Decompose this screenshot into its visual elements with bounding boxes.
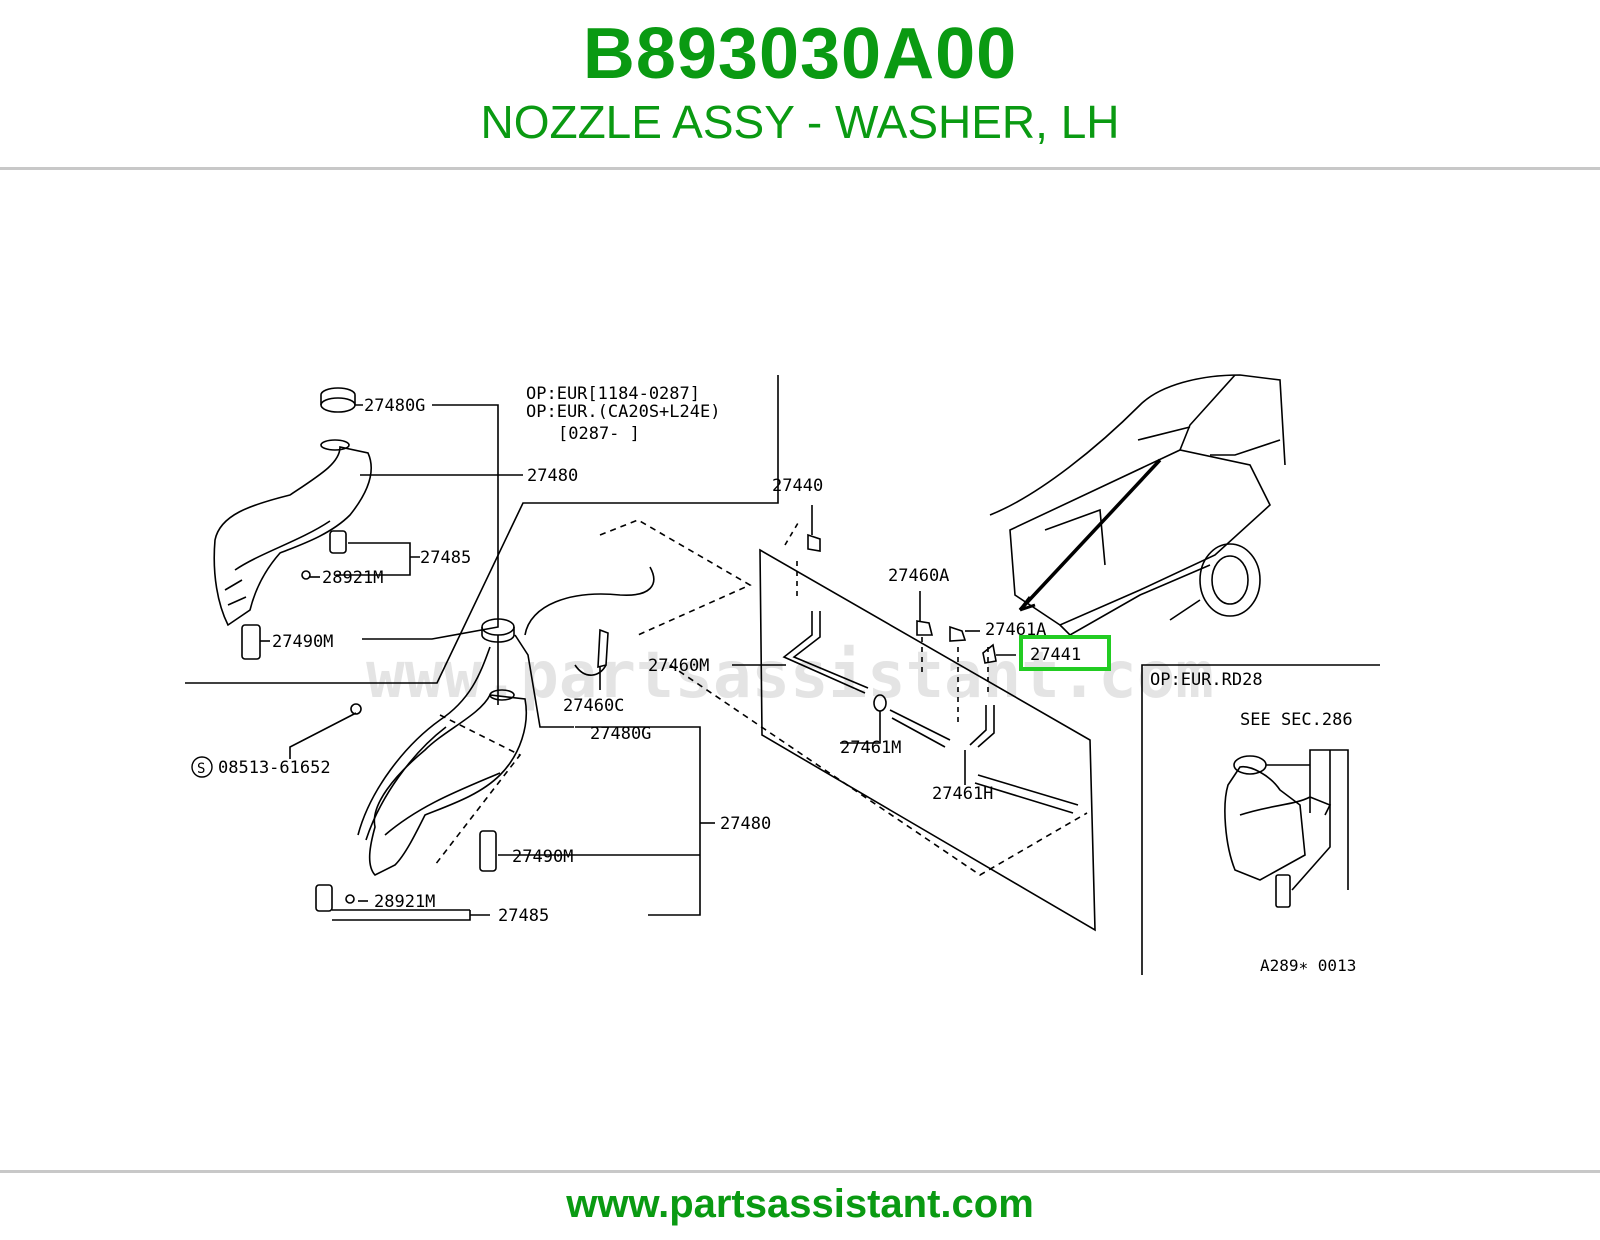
dashed-region-tank — [434, 714, 522, 866]
hose-leader-lower — [497, 634, 574, 728]
label-27490M-lower: 27490M — [512, 847, 573, 867]
grommet-lower — [345, 894, 355, 904]
clip-27461A — [949, 625, 967, 642]
hose-clip-c-tail — [574, 664, 607, 676]
label-27461H: 27461H — [932, 784, 993, 804]
washer-tank-upper — [213, 439, 372, 627]
nozzle-27441 — [982, 643, 997, 664]
dashed-leaders-center — [784, 522, 989, 725]
part-number-title: B893030A00 — [582, 14, 1018, 94]
hose-elbow — [969, 705, 995, 748]
note-variant: OP:EUR.RD28 — [1150, 670, 1263, 690]
label-27485-lower: 27485 — [498, 906, 549, 926]
note-see-section: SEE SEC.286 — [1240, 710, 1353, 730]
label-27440: 27440 — [772, 476, 823, 496]
hose-27461H — [974, 774, 1079, 814]
label-27480-upper: 27480 — [527, 466, 578, 486]
label-27480G-lower: 27480G — [590, 724, 651, 744]
grommet-upper — [301, 570, 311, 580]
parts-diagram: www.partsassistant.com — [180, 335, 1420, 1015]
header-divider — [0, 167, 1600, 170]
vehicle-front-view — [989, 374, 1286, 636]
part-labels: OP:EUR[1184-0287] OP:EUR.(CA20S+L24E) [0… — [191, 384, 1356, 975]
label-27460C: 27460C — [563, 696, 624, 716]
label-27490M-upper: 27490M — [272, 632, 333, 652]
washer-tank-lower — [357, 646, 528, 876]
label-27480-lower: 27480 — [720, 814, 771, 834]
dashed-region-hose — [599, 519, 752, 636]
label-27485-upper: 27485 — [420, 548, 471, 568]
page-header: B893030A00 NOZZLE ASSY - WASHER, LH — [0, 0, 1600, 168]
label-28921M-lower: 28921M — [374, 892, 435, 912]
clip-27440 — [807, 533, 821, 552]
label-28921M-upper: 28921M — [322, 568, 383, 588]
parts-diagram-svg: www.partsassistant.com — [180, 335, 1420, 1015]
label-27460A: 27460A — [888, 566, 949, 586]
highlighted-part-box[interactable] — [1019, 635, 1111, 671]
bolt — [350, 703, 362, 715]
applicability-boundary — [185, 375, 779, 684]
label-27460M: 27460M — [648, 656, 709, 676]
footer-divider — [0, 1170, 1600, 1173]
clip-27460A — [916, 620, 934, 636]
filter-lower — [479, 830, 497, 872]
label-27461M: 27461M — [840, 738, 901, 758]
filter-upper — [241, 624, 261, 660]
standard-part-s-icon — [191, 756, 213, 778]
label-27480G-upper: 27480G — [364, 396, 425, 416]
leaders-center — [599, 505, 1016, 785]
dashed-region-lower — [669, 664, 1088, 876]
watermark-text: www.partsassistant.com — [366, 639, 1214, 713]
note-applicability-1: OP:EUR[1184-0287] — [526, 384, 700, 404]
rear-panel-outline — [759, 548, 1096, 932]
part-name-subtitle: NOZZLE ASSY - WASHER, LH — [480, 96, 1120, 148]
variant-leaders — [1266, 749, 1349, 891]
washer-pump-upper — [329, 530, 347, 554]
label-08513-61652: 08513-61652 — [218, 758, 331, 778]
variant-box-frame — [1141, 664, 1380, 975]
leaders-lower-left — [289, 712, 715, 921]
hose-27461M — [889, 709, 951, 748]
leaders-upper-left — [260, 404, 523, 642]
note-applicability-2: OP:EUR.(CA20S+L24E) — [526, 402, 720, 422]
label-27441: 27441 — [1030, 645, 1081, 665]
washer-hose-loop — [524, 566, 655, 636]
figure-code: A289∗ 0013 — [1260, 956, 1356, 975]
note-applicability-3: [0287- ] — [558, 424, 640, 444]
footer-website-link[interactable]: www.partsassistant.com — [566, 1182, 1034, 1226]
label-08513-prefix: S — [197, 761, 205, 777]
hose-27460M-inner — [792, 611, 869, 689]
hose-27460M — [782, 611, 866, 694]
washer-pump-lower — [315, 884, 333, 912]
